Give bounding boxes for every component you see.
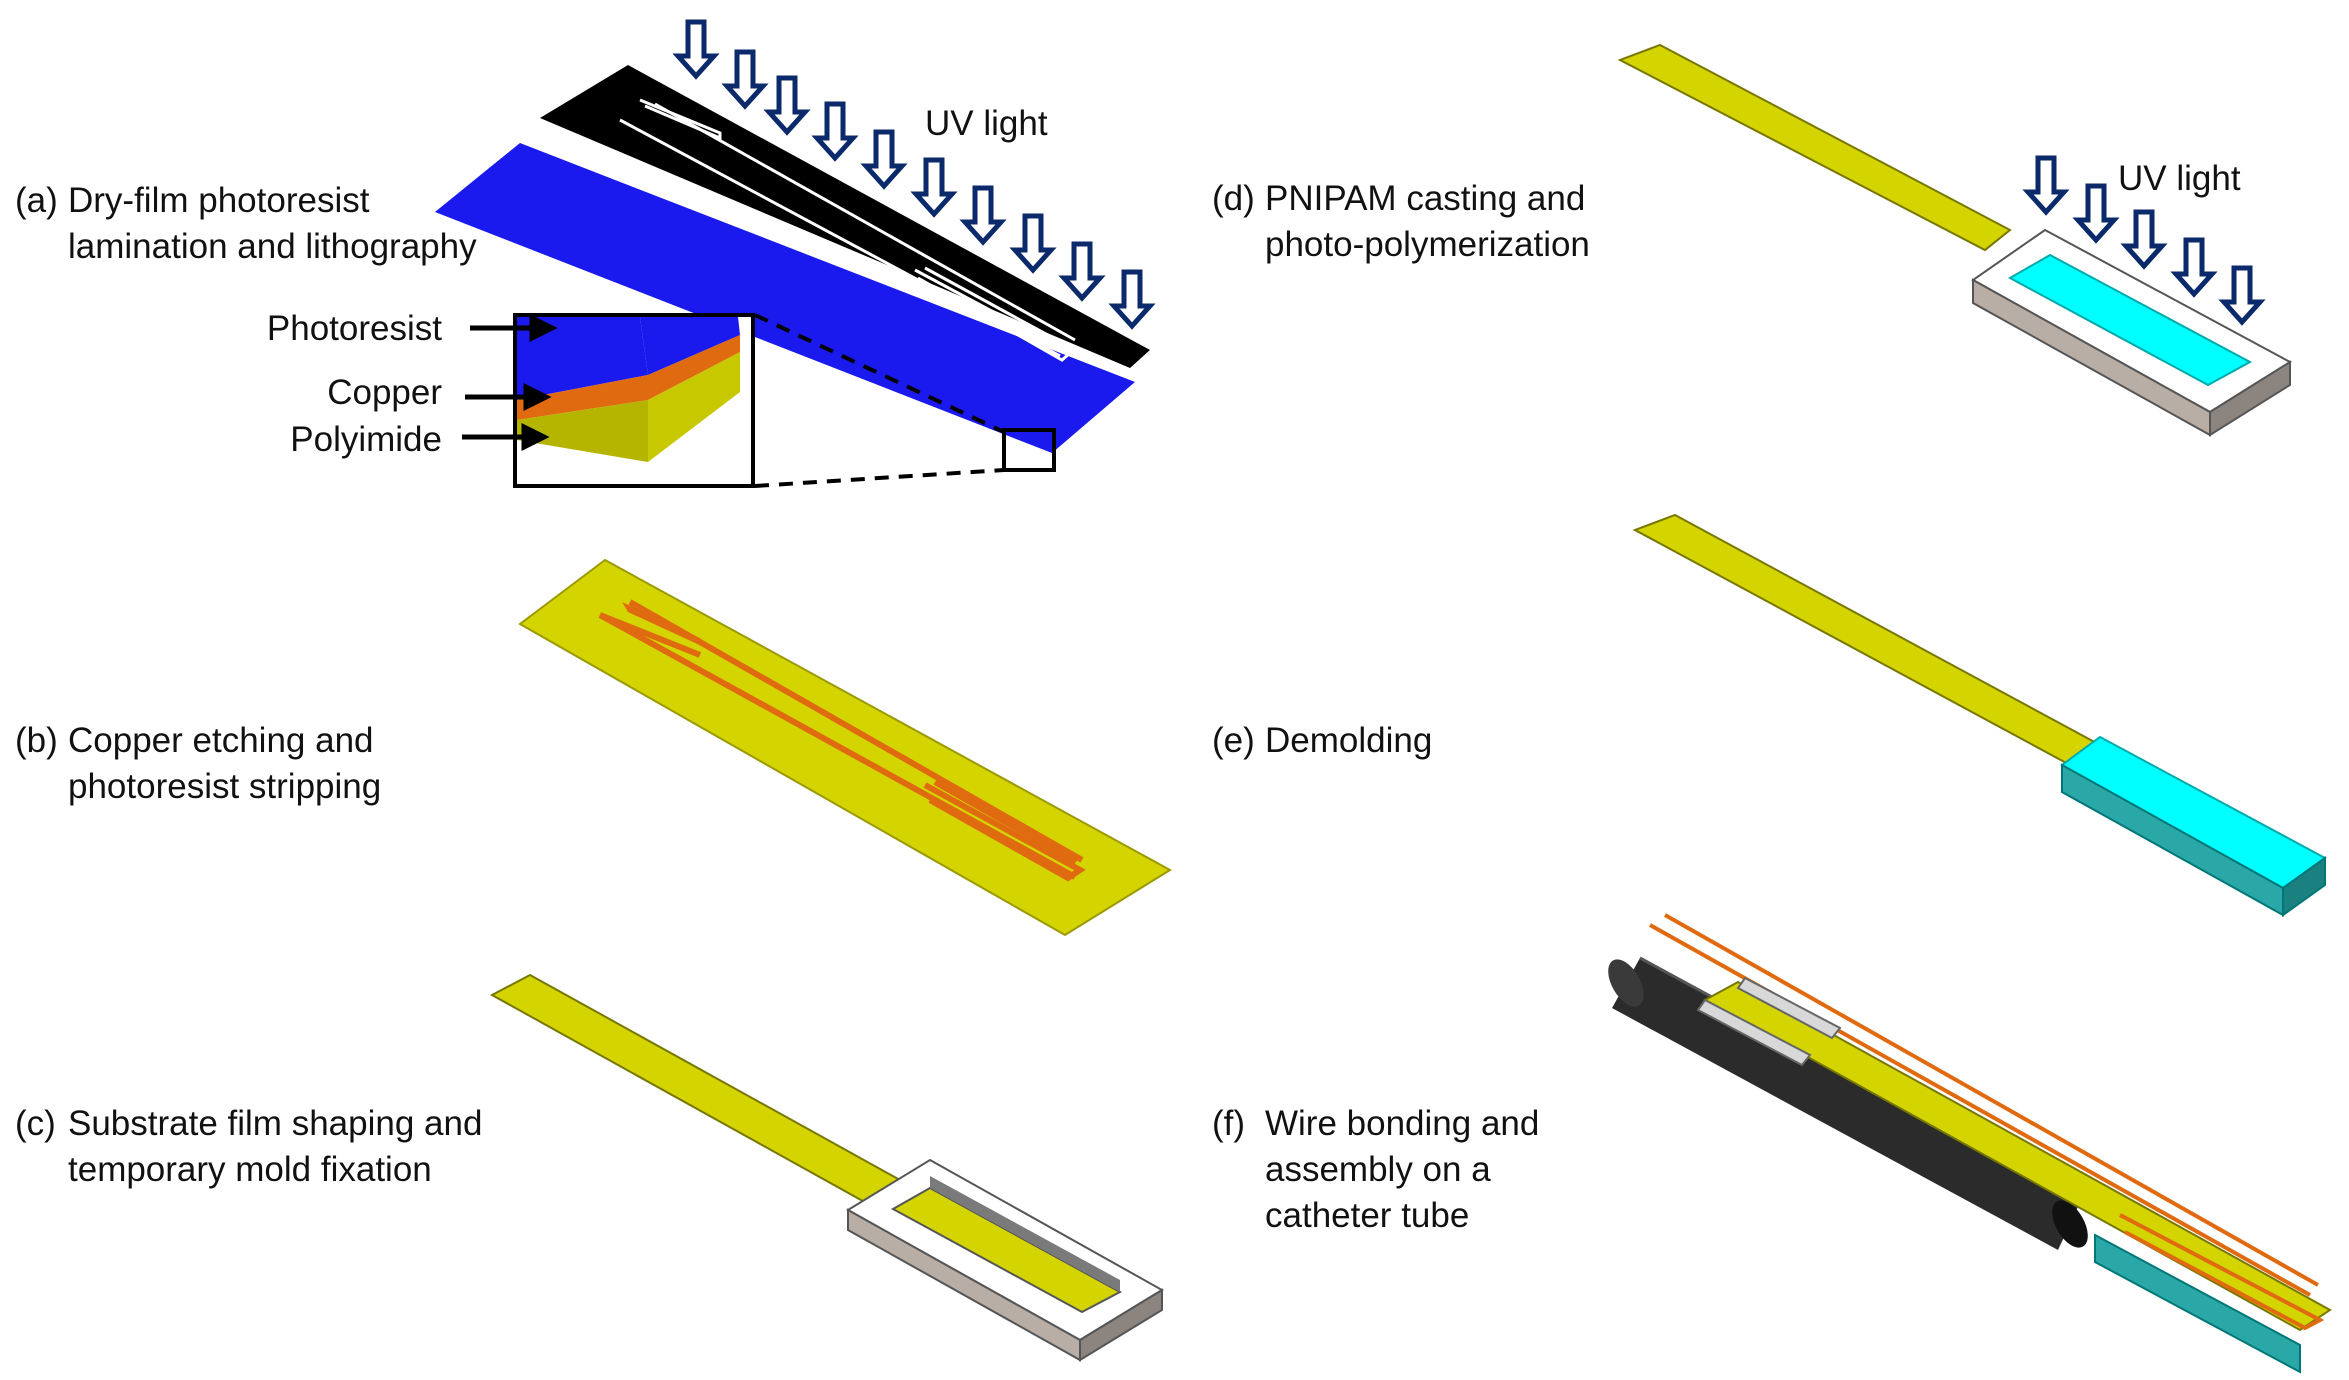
step-c-line1: Substrate film shaping and bbox=[68, 1104, 482, 1143]
step-c-line2: temporary mold fixation bbox=[68, 1150, 432, 1189]
uv-arrow-icon bbox=[959, 185, 1007, 246]
pnipam-block-f bbox=[2094, 1233, 2301, 1374]
step-f-line1: Wire bonding and bbox=[1265, 1104, 1539, 1143]
step-b-line1: Copper etching and bbox=[68, 721, 374, 760]
mold-frame-inner bbox=[890, 1186, 1123, 1314]
uv-arrow-icon bbox=[860, 129, 908, 190]
step-e-illustration bbox=[1632, 513, 2327, 917]
uv-arrow-icon bbox=[2120, 209, 2168, 270]
polyimide-label: Polyimide bbox=[290, 420, 442, 459]
step-f-tag: (f) bbox=[1212, 1104, 1245, 1143]
mold-frame-side-d bbox=[2209, 360, 2291, 437]
uv-arrow-icon bbox=[2072, 183, 2120, 244]
step-a-line1: Dry-film photoresist bbox=[68, 181, 370, 220]
uv-arrow-icon bbox=[1108, 269, 1156, 330]
substrate-strip-c bbox=[489, 973, 902, 1207]
uv-arrow-icon bbox=[721, 49, 769, 110]
substrate-strip-e bbox=[1632, 513, 2102, 767]
step-c-tag: (c) bbox=[15, 1104, 56, 1143]
uv-light-label-a: UV light bbox=[925, 104, 1048, 143]
copper-trace-b bbox=[598, 599, 1086, 882]
step-e-line1: Demolding bbox=[1265, 721, 1432, 760]
copper-pad-b bbox=[622, 602, 706, 648]
zoom-leader-bottom bbox=[754, 468, 1005, 488]
catheter-tube-end bbox=[2052, 1200, 2088, 1248]
uv-light-label-d: UV light bbox=[2118, 159, 2241, 198]
catheter-tube bbox=[1612, 958, 2082, 1250]
step-b-line2: photoresist stripping bbox=[68, 767, 381, 806]
layer-pointers bbox=[462, 313, 558, 452]
layer-stack-inset bbox=[513, 313, 755, 488]
uv-arrow-icon bbox=[1009, 213, 1057, 274]
copper-label: Copper bbox=[327, 373, 442, 412]
step-d-line2: photo-polymerization bbox=[1265, 225, 1590, 264]
photoresist-layer bbox=[435, 143, 1135, 453]
mold-inner-wall bbox=[930, 1176, 1120, 1292]
step-f-line3: catheter tube bbox=[1265, 1196, 1469, 1235]
mold-frame-side bbox=[1079, 1288, 1163, 1362]
step-d-tag: (d) bbox=[1212, 179, 1255, 218]
bond-pad-1 bbox=[1736, 976, 1842, 1040]
zoom-box-small bbox=[1002, 428, 1056, 472]
substrate-strip-d bbox=[1617, 43, 2012, 252]
step-f-line2: assembly on a bbox=[1265, 1150, 1491, 1189]
step-f-illustration bbox=[1608, 913, 2332, 1374]
pnipam-block-side bbox=[2282, 856, 2326, 917]
uv-arrow-icon bbox=[672, 19, 720, 80]
uv-arrow-icon bbox=[910, 157, 958, 218]
uv-arrow-icon bbox=[811, 101, 859, 162]
pnipam-fill-d bbox=[2007, 253, 2253, 387]
step-d-illustration bbox=[1617, 43, 2292, 437]
mask-trace-pattern bbox=[619, 98, 1076, 362]
uv-arrows-d bbox=[2022, 155, 2266, 326]
photomask bbox=[540, 65, 1150, 368]
uv-arrow-icon bbox=[2218, 265, 2266, 326]
step-a-illustration bbox=[435, 19, 1156, 488]
step-b-tag: (b) bbox=[15, 721, 58, 760]
bond-pad-2 bbox=[1696, 998, 1812, 1067]
uv-arrows-a bbox=[672, 19, 1156, 330]
step-a-line2: lamination and lithography bbox=[68, 227, 477, 266]
step-d-line1: PNIPAM casting and bbox=[1265, 179, 1585, 218]
uv-arrow-icon bbox=[1058, 241, 1106, 302]
step-e-tag: (e) bbox=[1212, 721, 1255, 760]
zoom-leader-top bbox=[754, 313, 1005, 434]
uv-arrow-icon bbox=[2170, 237, 2218, 298]
uv-arrow-icon bbox=[2022, 155, 2070, 216]
step-a-tag: (a) bbox=[15, 181, 58, 220]
uv-arrow-icon bbox=[763, 75, 811, 136]
photoresist-label: Photoresist bbox=[267, 309, 442, 348]
step-c-illustration bbox=[489, 973, 1164, 1362]
step-b-illustration bbox=[518, 558, 1172, 937]
